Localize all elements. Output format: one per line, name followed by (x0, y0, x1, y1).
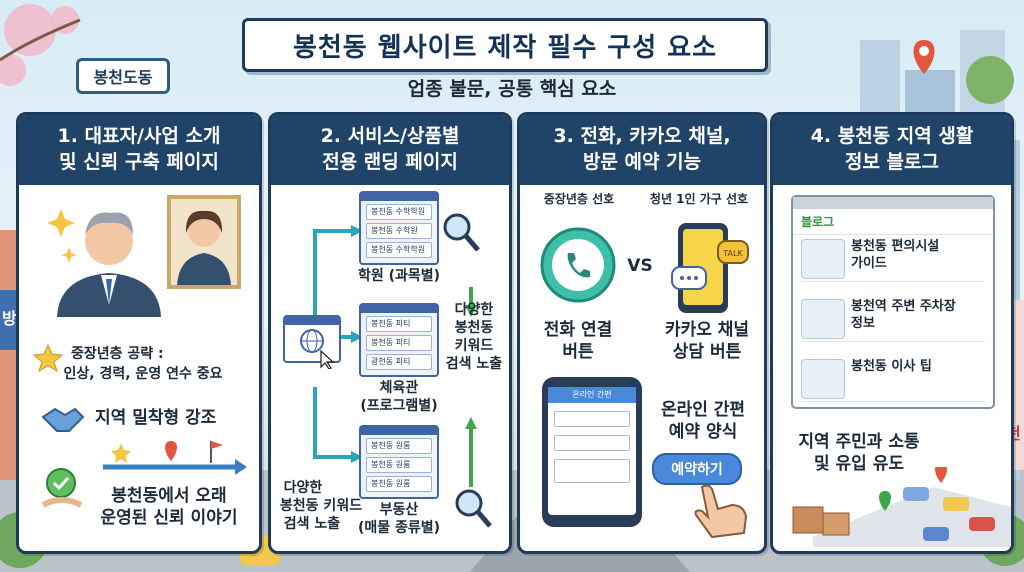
card-title-line: 정보 블로그 (844, 151, 939, 173)
landing-gym-label-line1: 체육관 (379, 380, 419, 396)
landing-page-gym: 봉천동 피티 봉천동 피티 광천동 피티 (359, 303, 439, 377)
form-field[interactable] (554, 459, 630, 483)
vs-label: VS (627, 256, 653, 276)
flow-arrows (313, 225, 477, 487)
keyword-row: 봉천동 수학학원 (366, 242, 432, 258)
star-icon (33, 343, 63, 373)
booking-form-header: 온라인 간편 (548, 387, 636, 403)
keyword-row: 광천동 피티 (366, 354, 432, 370)
neighborhood-map-illustration (792, 467, 1011, 547)
tag-middle-age: 중장년층 선호 (543, 192, 615, 206)
card-trust-page: 1. 대표자/사업 소개 및 신뢰 구축 페이지 중장년층 공략 : 인상, 경… (16, 112, 262, 554)
card-title-line: 및 신뢰 구축 페이지 (59, 151, 219, 173)
card-title-line: 4. 봉천동 지역 생활 (810, 125, 974, 148)
post-title: 정보 (851, 315, 875, 331)
landing-page-academy: 봉천동 수학학원 봉천동 수학원 봉천동 수학학원 (359, 191, 439, 265)
search-exposure-note-right-line1: 다양한 (454, 302, 494, 318)
card-header: 4. 봉천동 지역 생활 정보 블로그 (773, 115, 1011, 185)
page-subtitle: 업종 불문, 공통 핵심 요소 (407, 78, 617, 100)
cursor-icon (320, 349, 335, 369)
page-title: 봉천동 웹사이트 제작 필수 구성 요소 (242, 18, 768, 72)
talk-bubble-text: TALK (722, 249, 743, 258)
magnifier-icon (455, 489, 492, 528)
card-header: 3. 전화, 카카오 채널, 방문 예약 기능 (520, 115, 764, 185)
blog-titlebar (793, 197, 993, 209)
timeline-arrow-icon (103, 441, 247, 475)
magnifier-icon (443, 213, 480, 252)
landing-realestate-label-line1: 부동산 (379, 502, 419, 518)
booking-phone-mockup: 온라인 간편 (542, 377, 642, 527)
landing-page-realestate: 봉천동 원룸 봉천동 원룸 봉천동 원룸 (359, 425, 439, 499)
booking-label-line2: 예약 양식 (668, 422, 738, 442)
point-middle-age-title: 중장년층 공략 : (71, 346, 164, 362)
blog-footer-line2: 및 유입 유도 (813, 454, 905, 474)
kakao-button-label-line2: 상담 버튼 (672, 342, 742, 362)
blog-footer-line1: 지역 주민과 소통 (798, 432, 920, 452)
keyword-row: 봉천동 원룸 (366, 457, 432, 473)
handshake-icon (41, 407, 85, 432)
card-title-line: 1. 대표자/사업 소개 (57, 125, 221, 148)
search-exposure-note-right-line3: 키워드 (454, 338, 494, 354)
card-landing-pages: 2. 서비스/상품별 전용 랜딩 페이지 봉천동 수학학원 봉천동 수학원 봉천… (268, 112, 512, 554)
point-long-history-line1: 봉천동에서 오래 (111, 486, 227, 506)
blog-tab[interactable]: 블로그 (793, 209, 993, 235)
search-exposure-note-left-line1: 다양한 (283, 480, 323, 496)
kakao-chat-icon[interactable]: TALK (670, 219, 750, 319)
point-middle-age-desc: 인상, 경력, 운영 연수 중요 (63, 366, 223, 382)
search-exposure-note-right-line4: 검색 노출 (445, 356, 503, 372)
post-title: 봉천역 주변 주차장 (851, 299, 956, 314)
card-title-line: 3. 전화, 카카오 채널, (553, 125, 731, 148)
landing-realestate-label-line2: (매물 종류별) (357, 520, 441, 536)
card-header: 1. 대표자/사업 소개 및 신뢰 구축 페이지 (19, 115, 259, 185)
search-exposure-note-left-line3: 검색 노출 (283, 516, 341, 532)
keyword-row: 봉천동 피티 (366, 335, 432, 351)
keyword-row: 봉천동 수학원 (366, 223, 432, 239)
point-long-history-line2: 운영된 신뢰 이야기 (100, 508, 238, 528)
keyword-row: 봉천동 원룸 (366, 438, 432, 454)
call-button-label-line2: 버튼 (562, 342, 594, 362)
kakao-button-label-line1: 카카오 채널 (664, 320, 750, 340)
badge-check-icon (41, 468, 83, 508)
booking-form: 온라인 간편 (548, 387, 636, 515)
globe-icon (300, 329, 324, 353)
post-title: 봉천동 편의시설 (851, 239, 940, 254)
booking-button[interactable]: 예약하기 (652, 453, 742, 485)
tag-young-single: 청년 1인 가구 선호 (649, 192, 749, 206)
search-exposure-note-right-line2: 봉천동 (454, 320, 494, 336)
landing-academy-label: 학원 (과목별) (357, 268, 441, 284)
parking-icon (801, 299, 845, 339)
sparkle-icon (47, 209, 77, 263)
post-title: 봉천동 이사 팁 (851, 359, 932, 374)
blog-post-item[interactable]: 봉천동 이사 팁 (801, 355, 985, 402)
keyword-row: 봉천동 피티 (366, 316, 432, 332)
keyword-row: 봉천동 원룸 (366, 476, 432, 492)
card-header: 2. 서비스/상품별 전용 랜딩 페이지 (271, 115, 509, 185)
owner-portrait-illustration (47, 195, 241, 317)
search-exposure-note-left-line2: 봉천동 키워드 (279, 498, 363, 514)
form-field[interactable] (554, 435, 630, 451)
post-title: 가이드 (851, 255, 887, 271)
keyword-row: 봉천동 수학학원 (366, 204, 432, 220)
call-button-label-line1: 전화 연결 (543, 320, 613, 340)
card-title-line: 2. 서비스/상품별 (320, 125, 460, 148)
moving-box-icon (801, 359, 845, 399)
neighborhood-sign: 봉천도동 (76, 58, 170, 94)
website-icon (283, 315, 341, 363)
phone-call-icon[interactable] (538, 225, 618, 305)
card-contact-booking: 3. 전화, 카카오 채널, 방문 예약 기능 중장년층 선호 청년 1인 가구… (517, 112, 767, 554)
pointing-hand-icon (694, 484, 748, 539)
form-field[interactable] (554, 411, 630, 427)
point-local-emphasis: 지역 밀착형 강조 (95, 408, 217, 428)
booking-label-line1: 온라인 간편 (660, 400, 746, 420)
landing-gym-label-line2: (프로그램별) (360, 398, 438, 414)
store-icon (801, 239, 845, 279)
card-title-line: 방문 예약 기능 (582, 151, 702, 173)
side-sign-left: 방 (2, 309, 17, 328)
card-title-line: 전용 랜딩 페이지 (322, 151, 458, 173)
